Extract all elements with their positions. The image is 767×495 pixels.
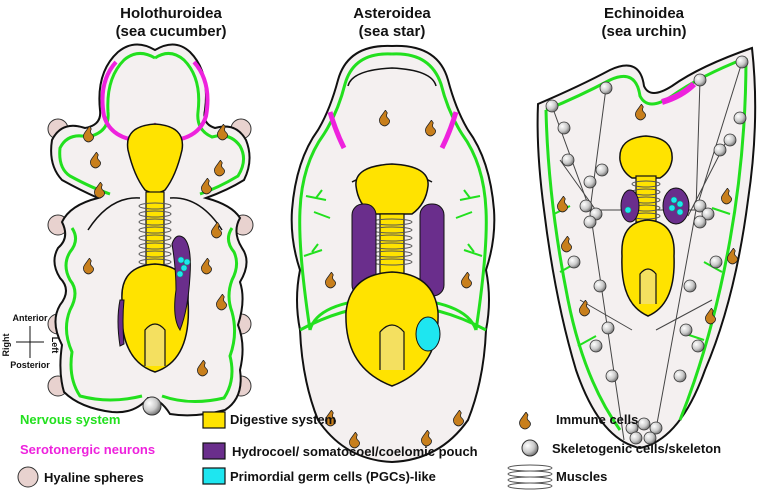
holothuroidea-stomach-upper: [126, 123, 184, 194]
holothuroidea-esophagus: [145, 191, 165, 273]
left-label: Left: [50, 337, 60, 354]
panel-subtitle-sea-urchin: (sea urchin): [601, 23, 686, 40]
legend-digestive-swatch: [202, 411, 226, 429]
holothuroidea-somatocoel: [117, 299, 125, 347]
asteroidea-intestine: [379, 324, 405, 370]
legend-hydrocoel-swatch: [202, 442, 226, 460]
asteroidea-serotonergic-right: [439, 111, 459, 150]
legend-immune-swatch: [519, 412, 531, 430]
right-label: Right: [1, 334, 11, 357]
legend-hyaline-swatch: [17, 466, 39, 488]
legend-pgc: Primordial germ cells (PGCs)-like: [230, 469, 436, 484]
legend-muscles-swatch: [507, 464, 553, 490]
panel-title-holothuroidea: Holothuroidea: [120, 5, 222, 22]
legend-immune-cells: Immune cells: [556, 412, 638, 427]
asteroidea-pgc: [415, 316, 441, 352]
asteroidea-nerve-branches: [303, 189, 483, 257]
echinoidea-serotonergic: [661, 81, 697, 105]
posterior-label: Posterior: [10, 360, 50, 370]
echinoidea-coelomic-pouch-right: [662, 187, 690, 225]
legend: Nervous system Serotonergic neurons Hyal…: [17, 411, 721, 490]
asteroidea-larva: [290, 44, 496, 464]
legend-skeletogenic: Skeletogenic cells/skeleton: [552, 441, 721, 456]
legend-digestive-system: Digestive system: [230, 412, 336, 427]
echinoidea-stomach-upper: [619, 135, 673, 179]
asteroidea-serotonergic-left: [327, 111, 347, 150]
legend-skeleton-swatch: [521, 439, 539, 457]
legend-hyaline-spheres: Hyaline spheres: [44, 470, 144, 485]
panel-subtitle-sea-star: (sea star): [359, 23, 426, 40]
holothuroidea-muscles: [138, 202, 172, 266]
holothuroidea-intestine: [144, 323, 166, 366]
echinoidea-esophagus: [635, 175, 657, 223]
panel-title-asteroidea: Asteroidea: [353, 5, 431, 22]
echinoidea-coelomic-pouch-left: [620, 189, 640, 223]
legend-hydrocoel: Hydrocoel/ somatocoel/coelomic pouch: [232, 444, 478, 459]
legend-muscles: Muscles: [556, 469, 607, 484]
holothuroidea-skeleton: [142, 396, 162, 416]
panel-title-echinoidea: Echinoidea: [604, 5, 685, 22]
echinoidea-pgc: [624, 196, 684, 216]
asteroidea-esophagus: [379, 213, 405, 275]
echinoidea-intestine: [639, 268, 657, 304]
holothuroidea-pgc: [176, 256, 191, 278]
echinoidea-larva: [536, 46, 757, 450]
panel-subtitle-sea-cucumber: (sea cucumber): [116, 23, 227, 40]
holothuroidea-larva: [47, 43, 254, 417]
echinoidea-skeletogenic-cells: [545, 55, 749, 445]
orientation-compass: Anterior Posterior Right Left: [1, 313, 60, 370]
echinoidea-stomach: [621, 219, 675, 317]
holothuroidea-stomach: [120, 263, 190, 373]
legend-pgc-swatch: [202, 467, 226, 485]
legend-nervous-system: Nervous system: [20, 412, 120, 427]
anterior-label: Anterior: [12, 313, 48, 323]
legend-serotonergic-neurons: Serotonergic neurons: [20, 442, 155, 457]
